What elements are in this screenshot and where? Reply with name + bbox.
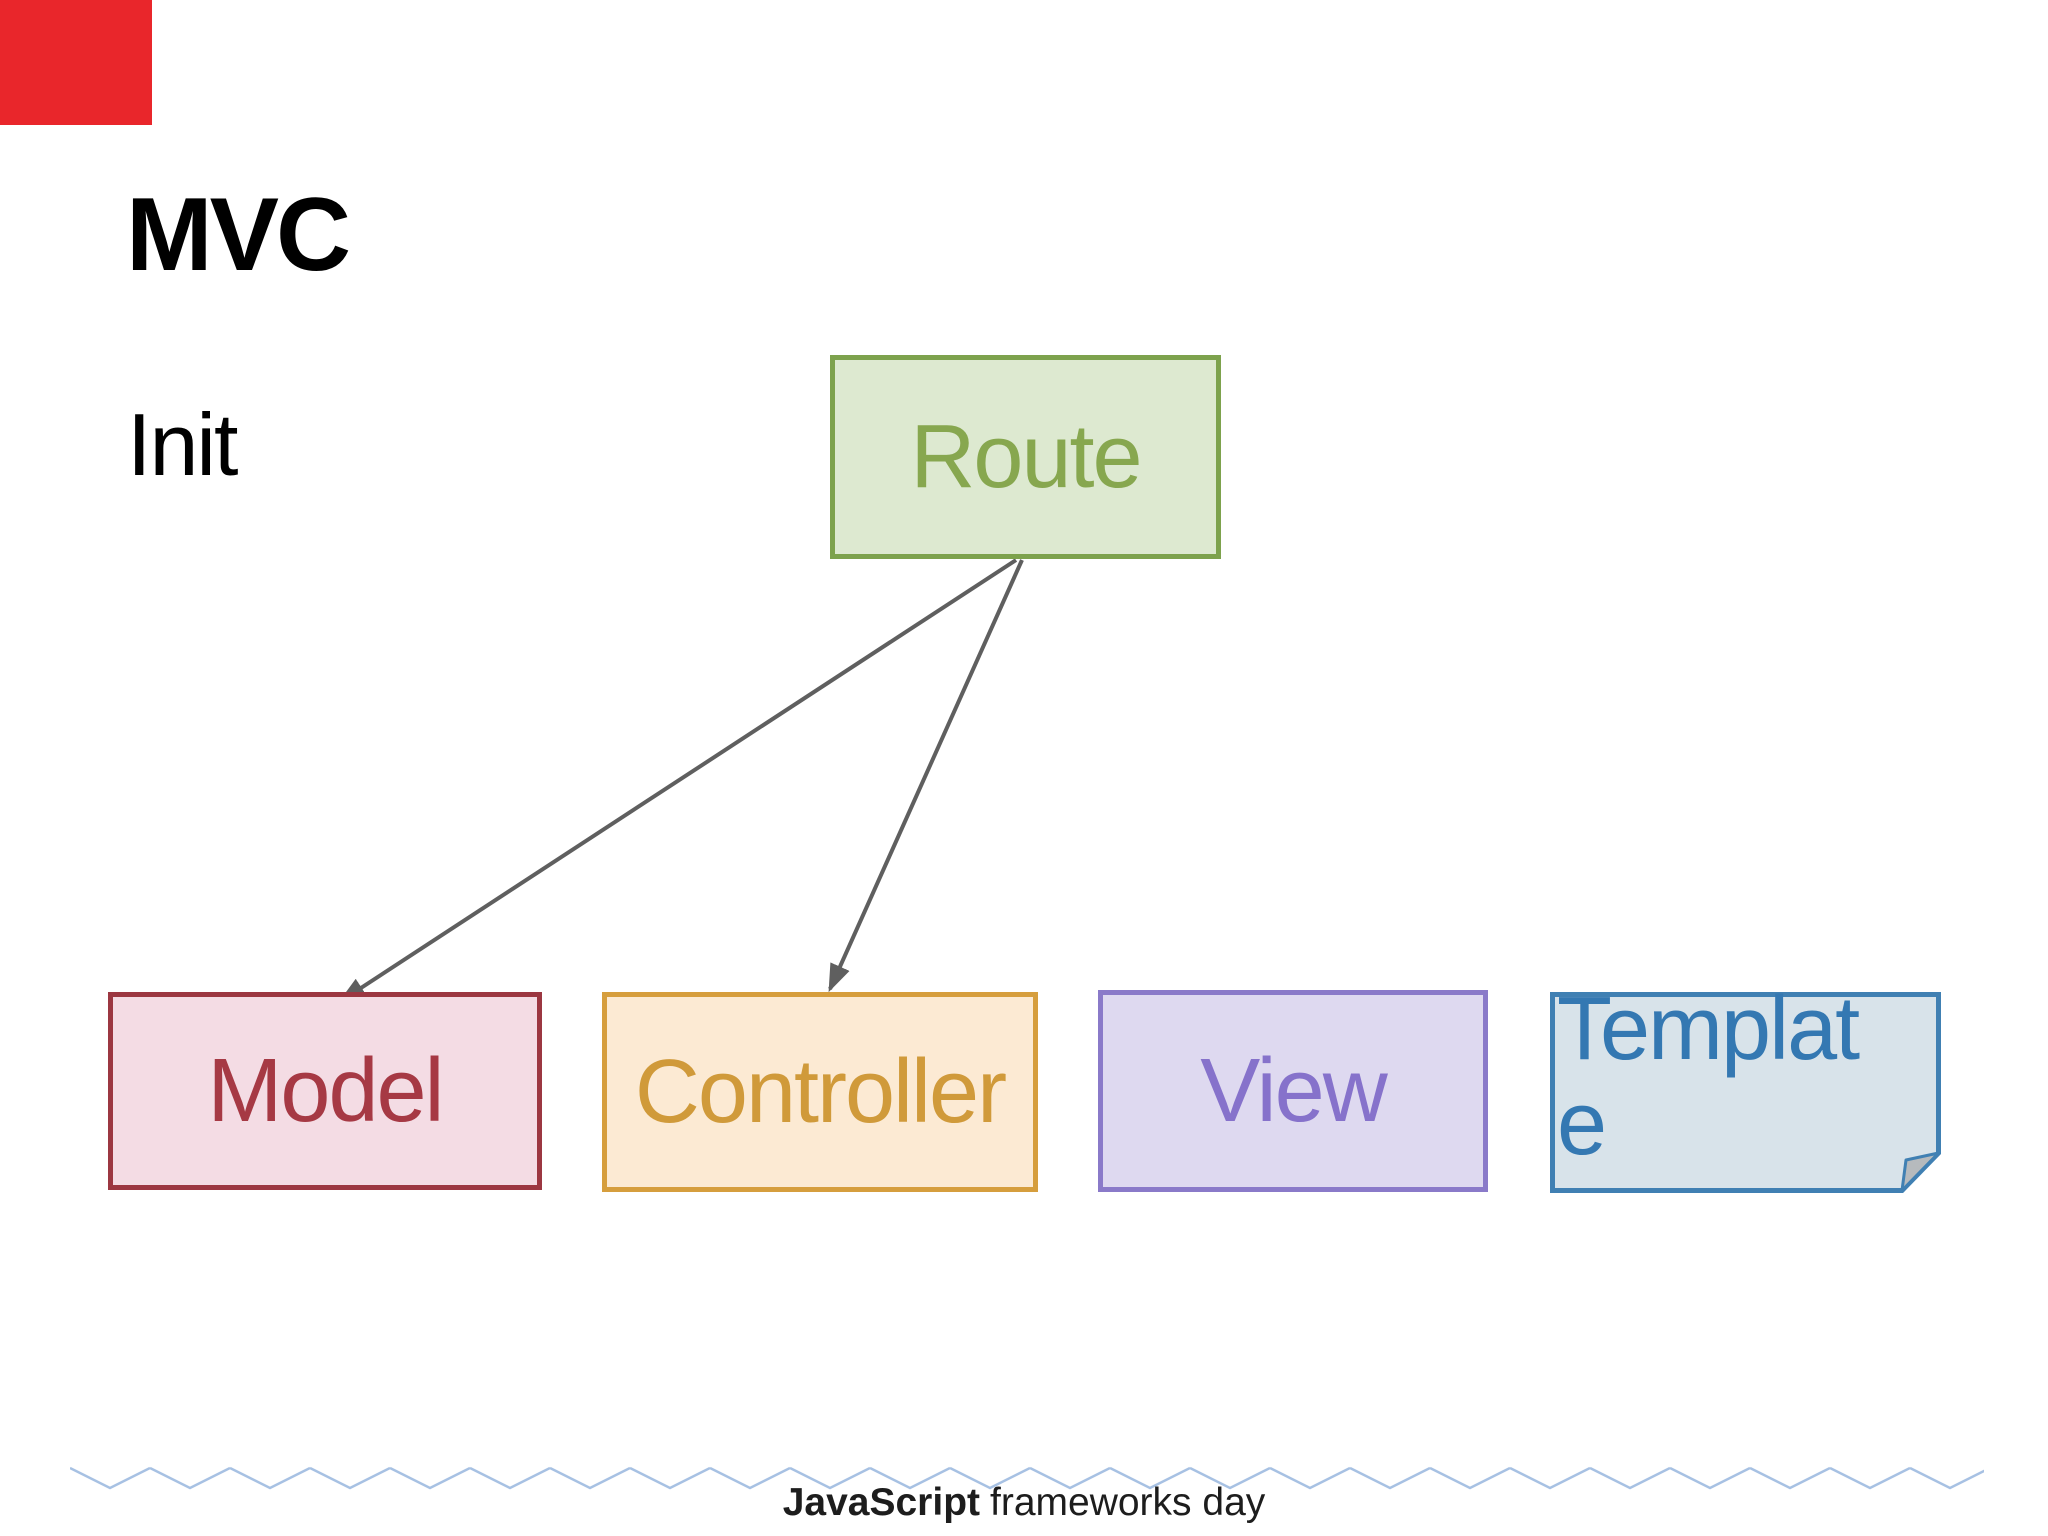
node-model: Model	[108, 992, 542, 1190]
note-folded-corner	[1900, 1151, 1940, 1192]
node-route-label: Route	[910, 407, 1142, 507]
node-controller-label: Controller	[634, 1042, 1007, 1142]
node-controller: Controller	[602, 992, 1038, 1192]
node-view-label: View	[1200, 1041, 1387, 1141]
slide-title: MVC	[126, 177, 351, 293]
edge-route-to-model	[338, 558, 1018, 1003]
edge-route-to-controller	[828, 559, 1024, 993]
slide-subtitle: Init	[127, 395, 238, 494]
footer-brand-regular: frameworks day	[990, 1481, 1266, 1524]
note-shape	[1550, 992, 1941, 1193]
footer-brand-bold: JavaScript	[782, 1481, 981, 1524]
node-model-label: Model	[207, 1041, 444, 1141]
node-view: View	[1098, 990, 1488, 1192]
node-route: Route	[830, 355, 1221, 559]
node-template-label: Template	[1557, 979, 1860, 1174]
node-template: Template	[1550, 982, 1941, 1193]
corner-accent-block	[0, 0, 152, 125]
